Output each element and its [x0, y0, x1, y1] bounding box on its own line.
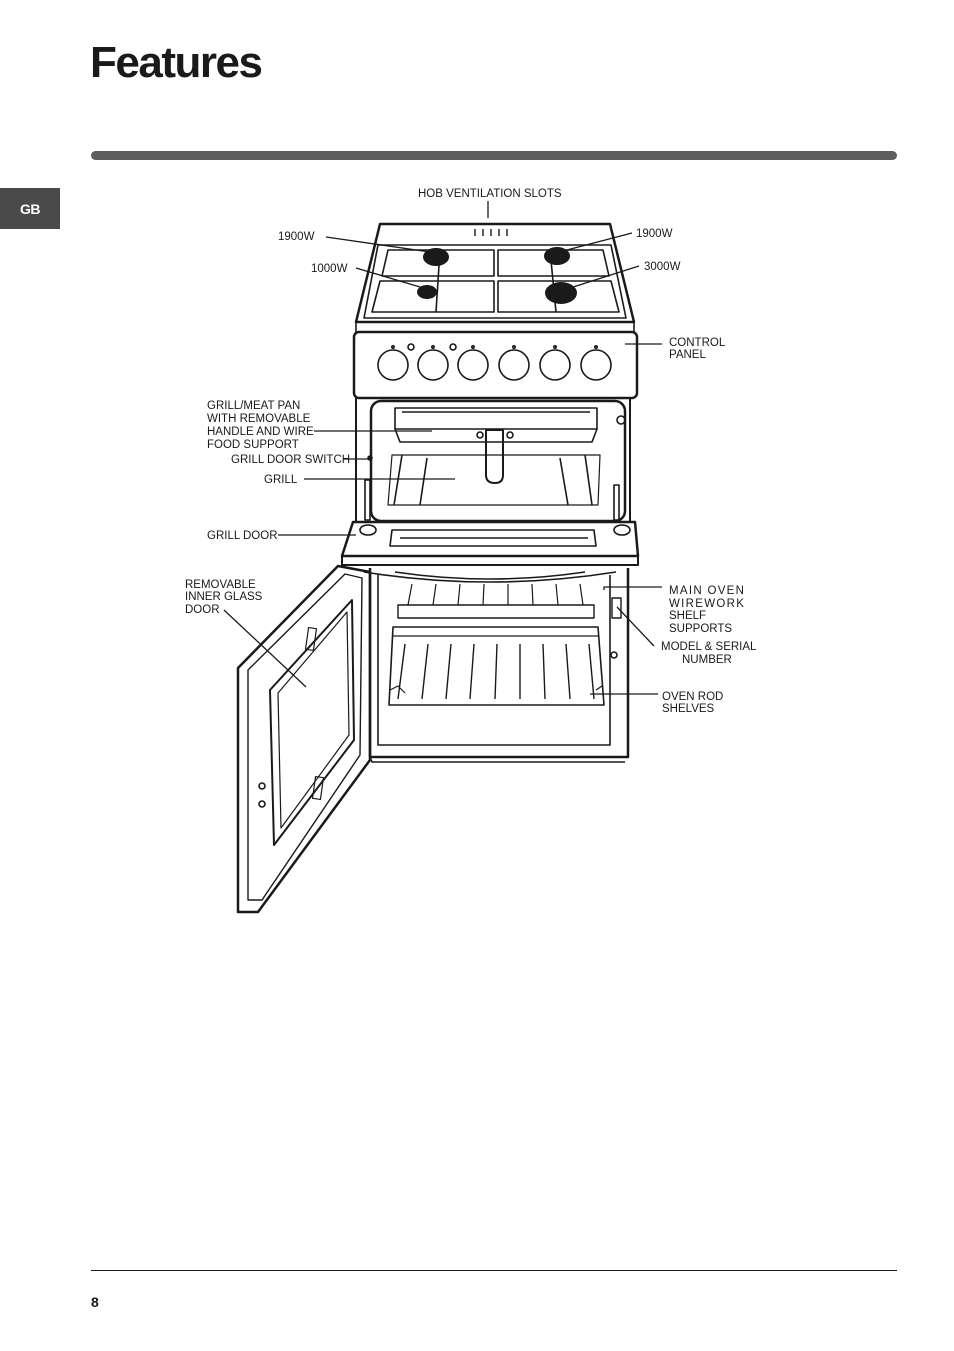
footer-rule	[91, 1270, 897, 1271]
label-model-serial-line1: MODEL & SERIAL	[661, 641, 757, 653]
label-oven-rod-shelves-line1: OVEN ROD	[662, 691, 723, 703]
label-inner-glass-door-line1: REMOVABLE	[185, 579, 256, 591]
hob	[354, 222, 636, 333]
label-burner-back-right: 1900W	[636, 228, 673, 240]
hob-ventilation-slots	[474, 229, 508, 236]
label-grill-door: GRILL DOOR	[207, 530, 278, 542]
label-inner-glass-door-line2: INNER GLASS	[185, 591, 263, 603]
page-number: 8	[91, 1294, 99, 1310]
leader-lines	[223, 201, 662, 695]
label-shelf-supports-line1: MAIN OVEN	[669, 585, 745, 597]
label-shelf-supports-line3: SHELF	[669, 610, 706, 622]
diagram-labels: HOB VENTILATION SLOTS 1900W 1000W 1900W …	[185, 188, 757, 715]
page-title: Features	[90, 38, 263, 87]
control-panel	[352, 330, 639, 400]
label-grill: GRILL	[264, 474, 298, 486]
label-model-serial-line2: NUMBER	[682, 654, 732, 666]
label-grill-door-switch: GRILL DOOR SWITCH	[231, 454, 350, 466]
label-inner-glass-door-line3: DOOR	[185, 604, 220, 616]
label-control-panel-line1: CONTROL	[669, 337, 726, 349]
burner-front-left	[417, 285, 437, 299]
label-burner-back-left: 1900W	[278, 231, 315, 243]
label-grill-meat-pan-line2: WITH REMOVABLE	[207, 413, 311, 425]
main-oven	[363, 568, 630, 763]
language-tab: GB	[0, 188, 60, 229]
label-shelf-supports-line4: SUPPORTS	[669, 623, 732, 635]
burner-front-right	[545, 282, 577, 304]
label-hob-ventilation-slots: HOB VENTILATION SLOTS	[418, 188, 562, 200]
label-grill-meat-pan-line4: FOOD SUPPORT	[207, 439, 299, 451]
grill-door	[340, 520, 640, 566]
label-burner-front-left: 1000W	[311, 263, 348, 275]
label-control-panel-line2: PANEL	[669, 349, 706, 361]
label-grill-meat-pan-line1: GRILL/MEAT PAN	[207, 400, 300, 412]
main-oven-door	[236, 564, 372, 914]
label-shelf-supports-line2: WIREWORK	[669, 598, 745, 610]
title-rule	[91, 151, 897, 160]
burner-back-left	[423, 248, 449, 266]
grill-compartment	[355, 398, 631, 536]
label-burner-front-right: 3000W	[644, 261, 681, 273]
label-grill-meat-pan-line3: HANDLE AND WIRE	[207, 426, 314, 438]
label-oven-rod-shelves-line2: SHELVES	[662, 703, 715, 715]
